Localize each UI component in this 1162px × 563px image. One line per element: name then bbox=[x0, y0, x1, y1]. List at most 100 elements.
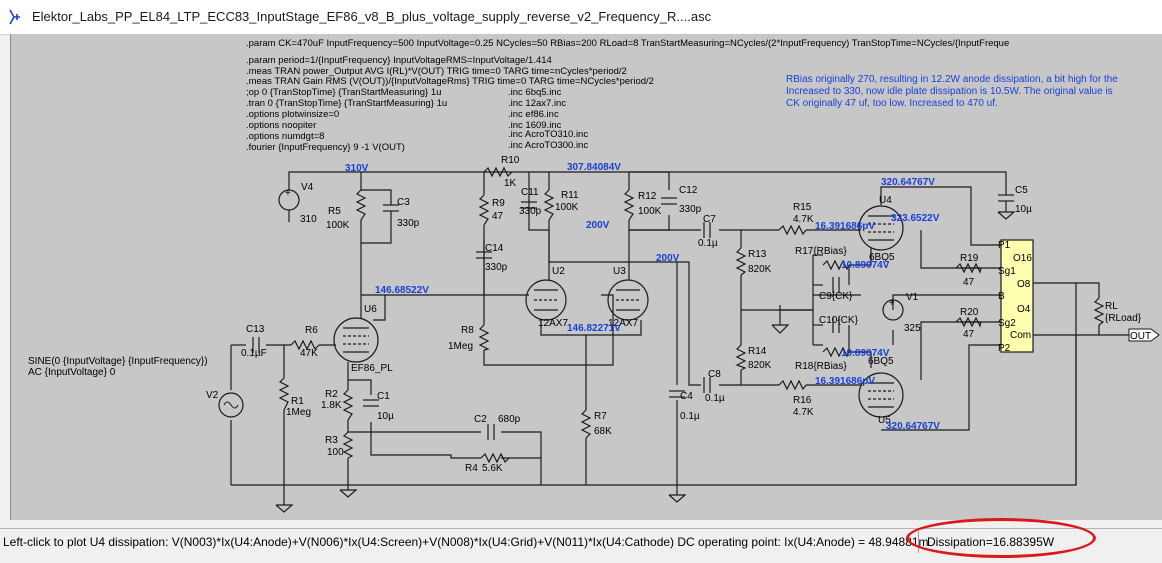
resistor-r7[interactable]: R7 68K bbox=[580, 409, 612, 439]
include-acroto310[interactable]: .inc AcroTO310.inc bbox=[508, 129, 588, 140]
svg-text:R12: R12 bbox=[638, 191, 657, 202]
schematic-comments[interactable]: RBias originally 270, resulting in 12.2W… bbox=[786, 74, 1118, 109]
svg-text:16.391686pV[interactable]: 16.391686pV bbox=[815, 221, 875, 232]
directive-param1[interactable]: .param CK=470uF InputFrequency=500 Input… bbox=[246, 38, 1009, 49]
svg-text:323.6522V[interactable]: 323.6522V bbox=[891, 213, 940, 224]
svg-text:C7: C7 bbox=[703, 214, 716, 225]
svg-text:O4: O4 bbox=[1017, 304, 1031, 315]
voltage-source-v2[interactable]: V2 bbox=[206, 390, 244, 418]
comment-line2[interactable]: Increased to 330, now idle plate dissipa… bbox=[786, 86, 1113, 97]
svg-text:310V[interactable]: 310V bbox=[345, 163, 369, 174]
svg-text:10.89074V[interactable]: 10.89074V bbox=[841, 260, 890, 271]
directive-fourier[interactable]: .fourier {InputFrequency} 9 -1 V(OUT) bbox=[246, 142, 405, 153]
svg-text:Sg1: Sg1 bbox=[998, 266, 1016, 277]
resistor-r2[interactable]: R2 1.8K bbox=[321, 389, 354, 421]
svg-text:200V[interactable]: 200V bbox=[586, 220, 610, 231]
resistor-r18[interactable]: R18{RBias} bbox=[795, 346, 850, 372]
svg-text:U3: U3 bbox=[613, 266, 626, 277]
capacitor-c3[interactable]: C3 330p bbox=[383, 197, 420, 229]
svg-text:200V[interactable]: 200V bbox=[656, 253, 680, 264]
resistor-rl[interactable]: RL {RLoad} bbox=[1093, 297, 1142, 326]
source-sine-spec[interactable]: SINE(0 {InputVoltage} {InputFrequency}) bbox=[28, 356, 208, 367]
svg-text:146.68522V[interactable]: 146.68522V bbox=[375, 285, 429, 296]
include-1609[interactable]: .inc 1609.inc bbox=[508, 120, 562, 131]
capacitor-c2[interactable]: C2 680p bbox=[474, 414, 521, 440]
spice-directives[interactable]: .param CK=470uF InputFrequency=500 Input… bbox=[246, 38, 1009, 153]
resistor-r19[interactable]: R19 47 bbox=[955, 253, 982, 288]
comment-line3[interactable]: CK originally 47 uf, too low. Increased … bbox=[786, 98, 998, 109]
resistor-r6[interactable]: R6 47K bbox=[290, 325, 320, 359]
include-12ax7[interactable]: .inc 12ax7.inc bbox=[508, 98, 566, 109]
capacitor-c1[interactable]: C1 10µ bbox=[363, 391, 394, 422]
ground-symbols bbox=[275, 489, 687, 513]
svg-text:320.64767V[interactable]: 320.64767V bbox=[881, 177, 935, 188]
output-port-out[interactable]: OUT bbox=[1128, 328, 1160, 342]
directive-plotwinsize[interactable]: .options plotwinsize=0 bbox=[246, 109, 339, 120]
resistor-r3[interactable]: R3 100 bbox=[325, 431, 354, 459]
svg-text:146.82271V[interactable]: 146.82271V bbox=[567, 323, 621, 334]
tube-u2[interactable]: U2 12AX7 bbox=[525, 266, 568, 329]
tube-u6[interactable]: U6 EF86_PL bbox=[333, 304, 393, 374]
svg-text:47: 47 bbox=[963, 329, 975, 340]
svg-text:10.89074V[interactable]: 10.89074V bbox=[841, 348, 890, 359]
directive-numdgt[interactable]: .options numdgt=8 bbox=[246, 131, 324, 142]
resistor-r16[interactable]: R16 4.7K bbox=[778, 379, 814, 418]
resistor-r1[interactable]: R1 1Meg bbox=[278, 377, 311, 418]
svg-text:820K: 820K bbox=[748, 360, 772, 371]
svg-text:100: 100 bbox=[327, 447, 344, 458]
svg-text:16.391686pV[interactable]: 16.391686pV bbox=[815, 376, 875, 387]
include-acroto300[interactable]: .inc AcroTO300.inc bbox=[508, 140, 588, 151]
svg-text:0.1µF: 0.1µF bbox=[241, 348, 267, 359]
output-transformer[interactable]: P1 Sg1 B Sg2 P2 O16 O8 O4 Com bbox=[998, 239, 1034, 354]
svg-text:R18{RBias}: R18{RBias} bbox=[795, 361, 847, 372]
resistor-r17[interactable]: R17{RBias} bbox=[795, 246, 850, 271]
capacitor-c12[interactable]: C12 330p bbox=[661, 185, 702, 215]
resistor-r15[interactable]: R15 4.7K bbox=[778, 202, 814, 236]
capacitor-c9[interactable]: C9{CK} bbox=[819, 277, 853, 302]
resistor-r11[interactable]: R11 100K bbox=[543, 189, 579, 221]
net-voltage-labels[interactable]: 310V 307.84084V 200V 200V 146.68522V 146… bbox=[345, 162, 940, 432]
svg-text:320.64767V[interactable]: 320.64767V bbox=[886, 421, 940, 432]
include-ef86[interactable]: .inc ef86.inc bbox=[508, 109, 559, 120]
capacitor-c13[interactable]: C13 0.1µF bbox=[241, 324, 267, 359]
capacitor-c5[interactable]: C5 10µ bbox=[997, 185, 1032, 220]
resistor-r4[interactable]: R4 5.6K bbox=[465, 452, 510, 474]
voltage-source-v4[interactable]: + V4 310 bbox=[278, 182, 317, 225]
capacitor-c14[interactable]: C14 330p bbox=[476, 243, 508, 273]
svg-text:307.84084V[interactable]: 307.84084V bbox=[567, 162, 621, 173]
comment-line1[interactable]: RBias originally 270, resulting in 12.2W… bbox=[786, 74, 1118, 85]
include-directives[interactable]: .inc 6bq5.inc .inc 12ax7.inc .inc ef86.i… bbox=[508, 87, 588, 151]
capacitor-c11[interactable]: C11 330p bbox=[519, 187, 542, 217]
directive-meas2[interactable]: .meas TRAN Gain RMS (V(OUT))/{InputVolta… bbox=[246, 76, 654, 87]
resistor-r10[interactable]: R10 1K bbox=[483, 155, 520, 189]
resistor-r12[interactable]: R12 100K bbox=[623, 189, 662, 221]
svg-text:C8: C8 bbox=[708, 369, 721, 380]
capacitor-c8[interactable]: C8 0.1µ bbox=[703, 369, 725, 404]
capacitor-c10[interactable]: C10{CK} bbox=[819, 315, 859, 333]
resistor-r9[interactable]: R9 47 bbox=[478, 194, 505, 226]
directive-param2[interactable]: .param period=1/{InputFrequency} InputVo… bbox=[246, 55, 552, 66]
schematic-canvas[interactable]: .param CK=470uF InputFrequency=500 Input… bbox=[10, 34, 1162, 520]
tube-u3[interactable]: U3 12AX7 bbox=[607, 266, 649, 329]
status-message: Left-click to plot U4 dissipation: V(N00… bbox=[3, 535, 929, 549]
directive-op[interactable]: ;op 0 {TranStopTime} {TranStartMeasuring… bbox=[246, 87, 441, 98]
tube-u5[interactable]: 6BQ5 U5 bbox=[858, 356, 904, 426]
resistor-r20[interactable]: R20 47 bbox=[955, 307, 982, 340]
svg-text:P1: P1 bbox=[998, 240, 1011, 251]
include-6bq5[interactable]: .inc 6bq5.inc bbox=[508, 87, 562, 98]
svg-text:5.6K: 5.6K bbox=[482, 463, 503, 474]
directive-tran[interactable]: .tran 0 {TranStopTime} {TranStartMeasuri… bbox=[246, 98, 447, 109]
directive-noopiter[interactable]: .options noopiter bbox=[246, 120, 316, 131]
svg-text:4.7K: 4.7K bbox=[793, 214, 814, 225]
source-ac-spec[interactable]: AC {InputVoltage} 0 bbox=[28, 367, 116, 378]
svg-text:O8: O8 bbox=[1017, 279, 1031, 290]
voltage-source-v1[interactable]: + V1 325 bbox=[882, 292, 921, 334]
directive-meas1[interactable]: .meas TRAN power_Output AVG I(RL)*V(OUT)… bbox=[246, 66, 627, 77]
resistor-r13[interactable]: R13 820K bbox=[735, 247, 772, 276]
capacitor-c7[interactable]: C7 0.1µ bbox=[698, 214, 718, 249]
tube-u4[interactable]: U4 6BQ5 bbox=[858, 195, 904, 263]
resistor-r8[interactable]: R8 1Meg bbox=[448, 324, 490, 352]
resistor-r14[interactable]: R14 820K bbox=[735, 344, 772, 371]
resistor-r5[interactable]: R5 100K bbox=[326, 189, 367, 231]
capacitor-c4[interactable]: C4 0.1µ bbox=[669, 390, 700, 422]
